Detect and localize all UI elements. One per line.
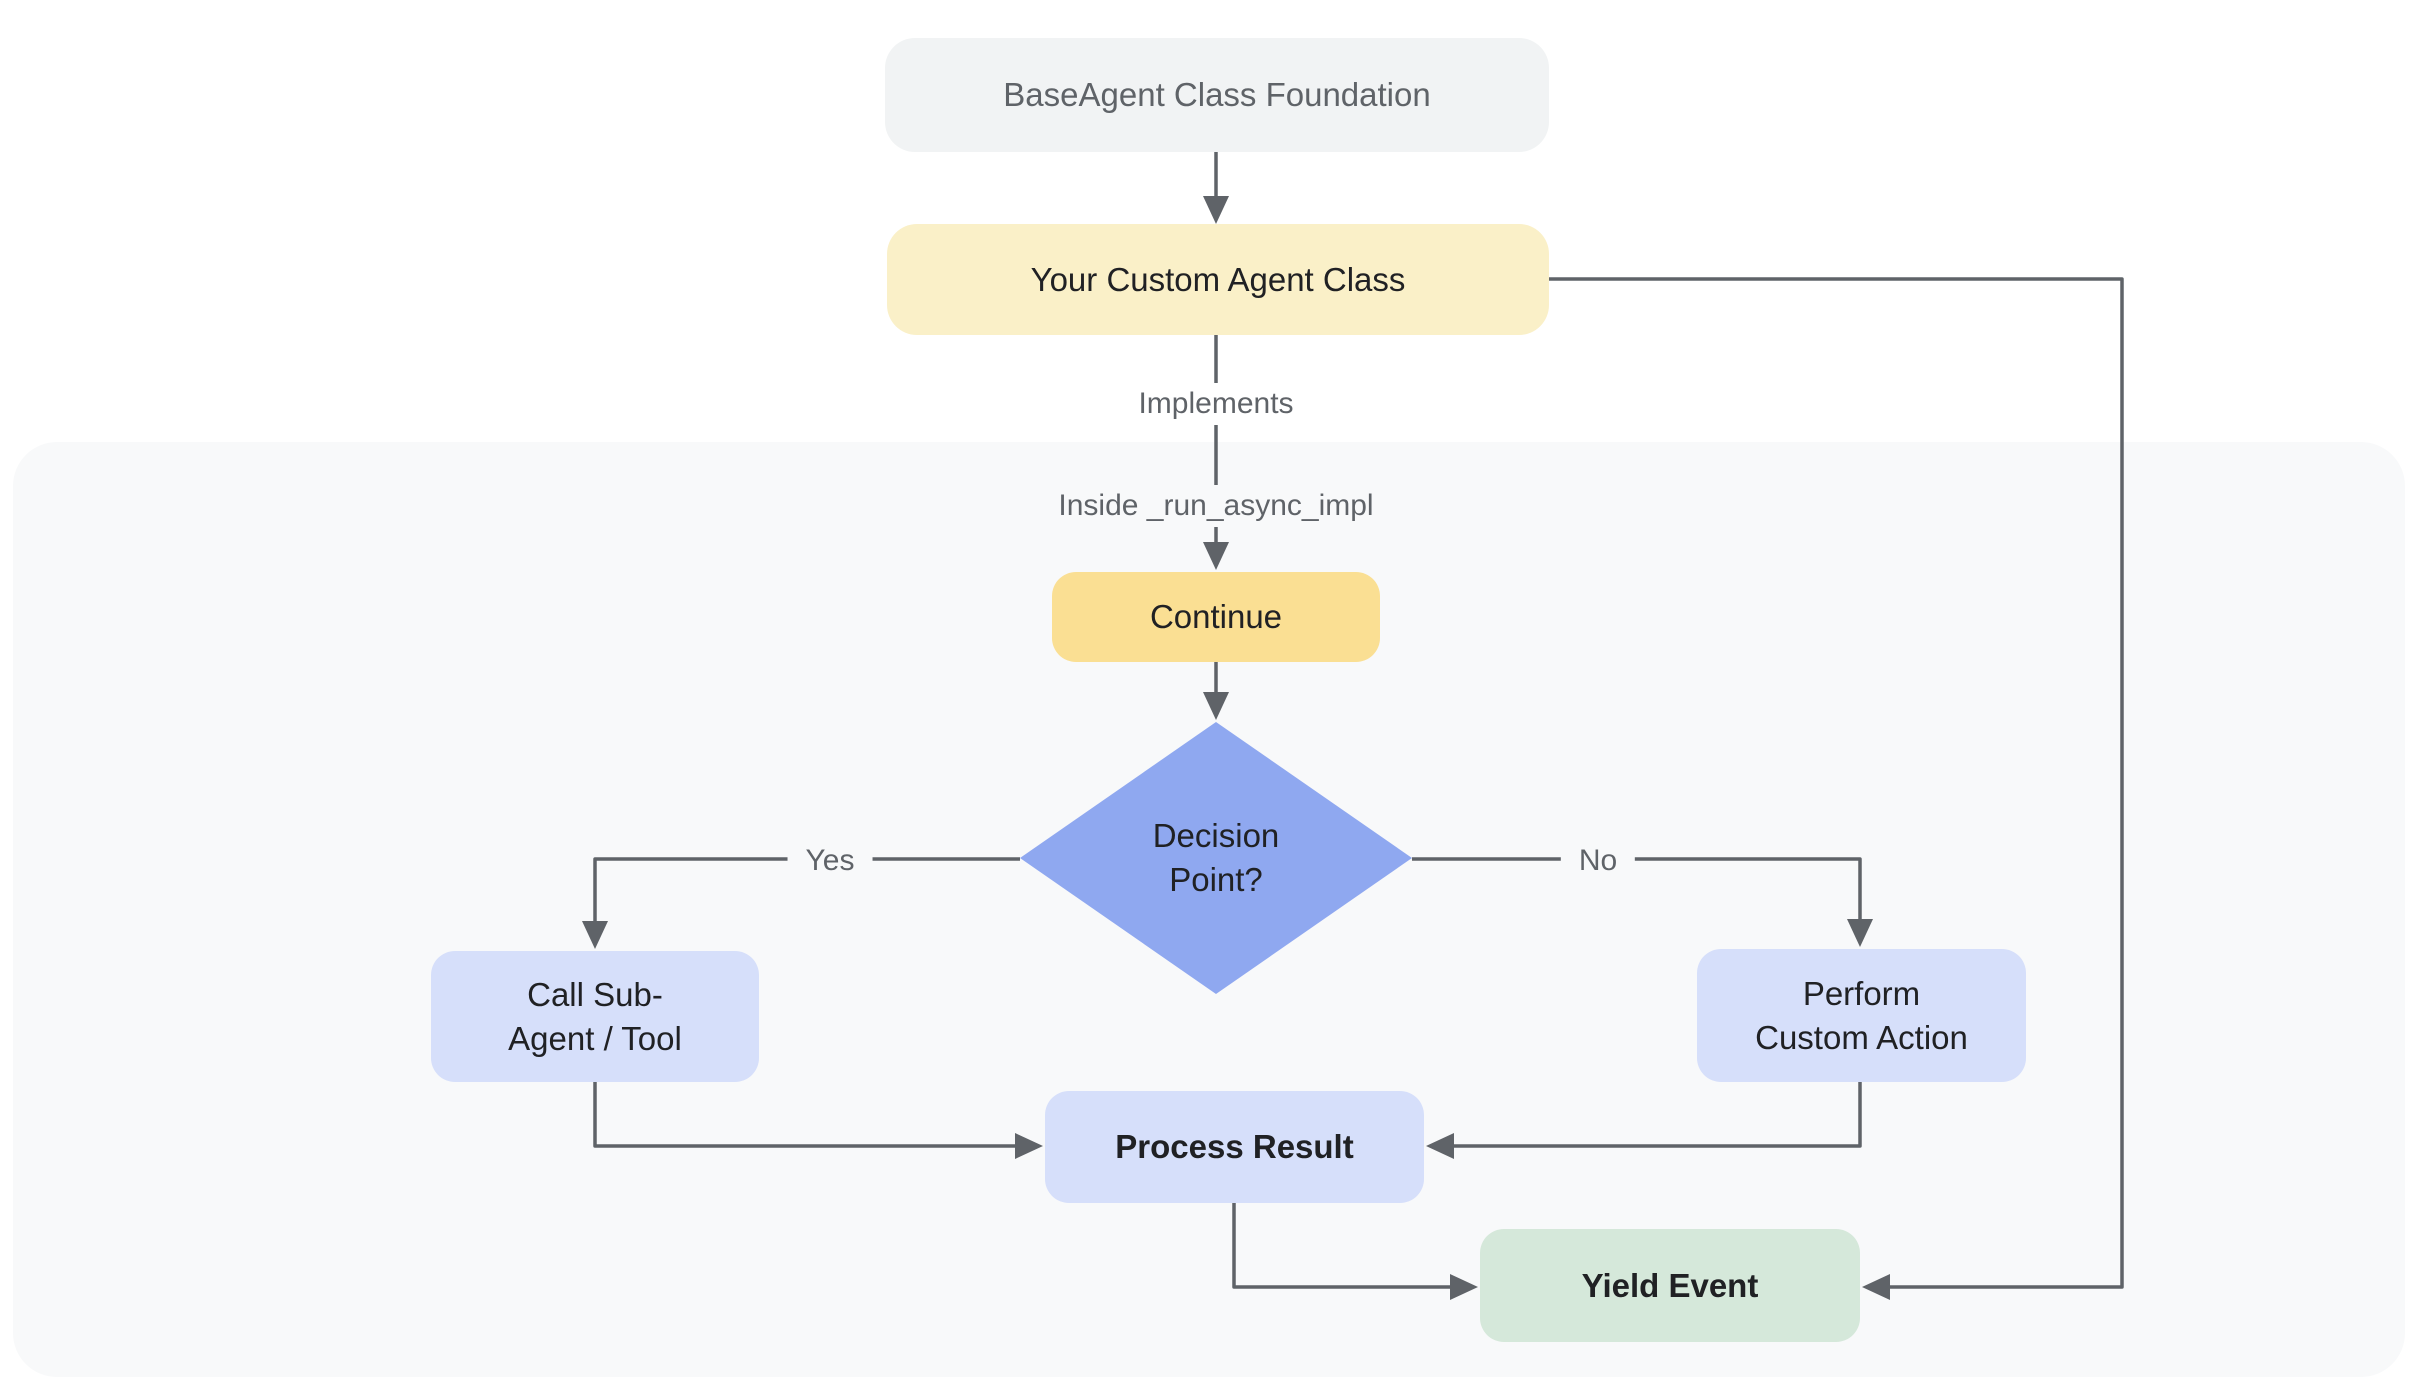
edge-call-to-process <box>593 1082 1015 1148</box>
arrowhead-left-process <box>1426 1133 1454 1159</box>
edge-perform-to-process <box>1454 1082 1862 1148</box>
edge-label-implements: Implements <box>1120 383 1312 425</box>
node-your-custom-agent-class: Your Custom Agent Class <box>887 224 1549 335</box>
edge-yes-branch <box>593 857 1020 921</box>
arrowhead-down-call <box>582 921 608 949</box>
node-continue: Continue <box>1052 572 1380 662</box>
node-base-agent-class-foundation: BaseAgent Class Foundation <box>885 38 1549 152</box>
edge-label-yes: Yes <box>787 840 873 882</box>
node-decision-point-label: Decision Point? <box>1152 817 1280 898</box>
edge-label-no: No <box>1560 840 1636 882</box>
arrowhead-right-process <box>1015 1133 1043 1159</box>
arrowhead-left-yield <box>1862 1274 1890 1300</box>
arrowhead-right-yield <box>1450 1274 1478 1300</box>
decision-diamond-shape <box>1020 722 1412 994</box>
edge-process-to-yield <box>1232 1203 1450 1289</box>
arrowhead-down-decision <box>1203 692 1229 720</box>
node-call-sub-agent-tool: Call Sub- Agent / Tool <box>431 951 759 1082</box>
arrowhead-down-perform <box>1847 919 1873 947</box>
edge-custom-to-yield-loop <box>1549 277 2124 1289</box>
arrowhead-down-custom <box>1203 196 1229 224</box>
node-process-result: Process Result <box>1045 1091 1424 1203</box>
arrowhead-down-continue <box>1203 542 1229 570</box>
edge-label-inside-run-async-impl: Inside _run_async_impl <box>1040 485 1392 527</box>
node-yield-event: Yield Event <box>1480 1229 1860 1342</box>
edge-no-branch <box>1412 857 1862 919</box>
node-perform-custom-action: Perform Custom Action <box>1697 949 2026 1082</box>
